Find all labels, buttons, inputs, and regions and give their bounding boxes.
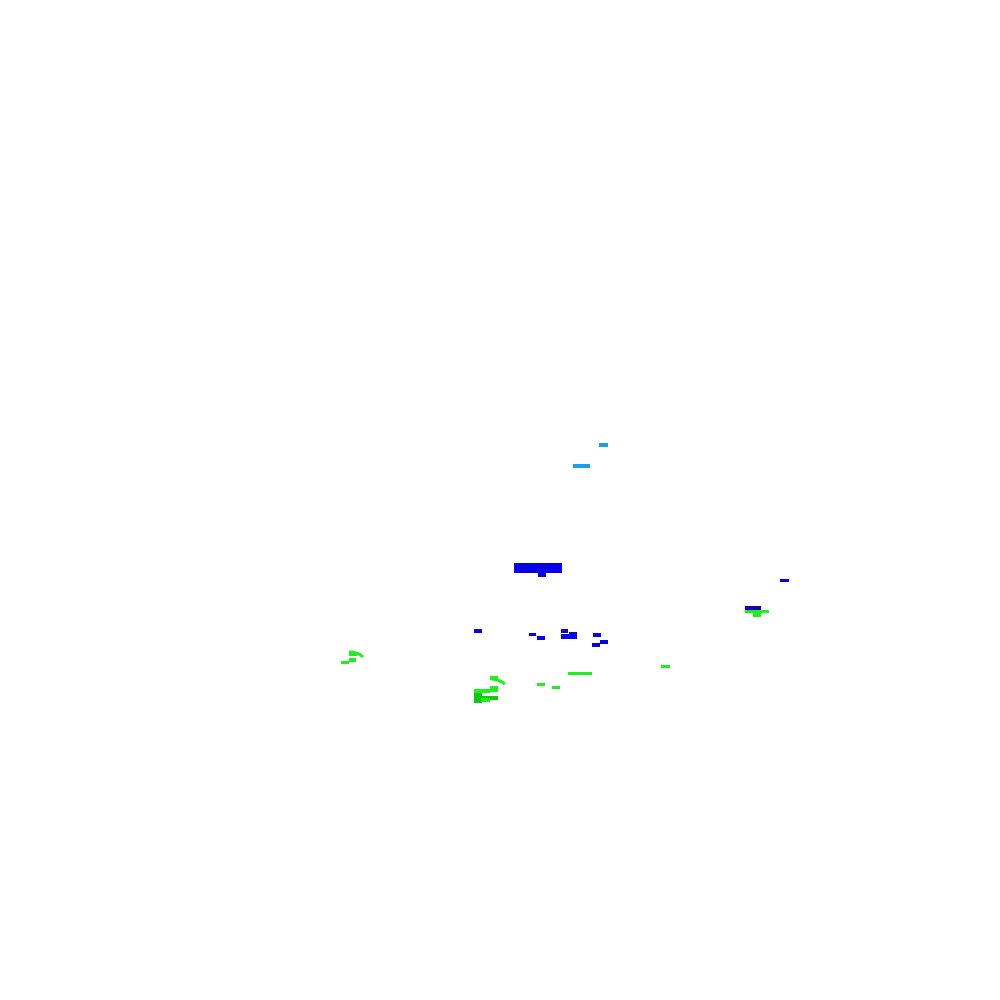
fragment-blue-2 [514, 563, 562, 573]
fragment-dark_green-24 [474, 693, 482, 703]
fragment-dark_blue-5 [745, 606, 761, 610]
fragment-blue-9 [561, 629, 568, 633]
fragment-arc-0 [348, 650, 365, 659]
fragment-blue-11 [569, 632, 577, 636]
fragment-sky-0 [599, 443, 608, 447]
fragment-green-28 [341, 661, 349, 664]
fragment-blue-10 [561, 634, 577, 639]
fragment-blue-3 [538, 572, 546, 577]
fragment-green-16 [753, 612, 761, 617]
fragment-green-18 [568, 672, 592, 675]
fragment-green-22 [474, 689, 490, 693]
fragment-blue-4 [780, 579, 789, 582]
fragment-green-27 [349, 653, 357, 656]
fragment-green-29 [349, 658, 356, 662]
fragment-blue-6 [474, 629, 482, 633]
fragment-green-17 [661, 665, 670, 668]
fragment-blue-14 [600, 640, 608, 644]
fragment-green-23 [490, 686, 498, 692]
fragment-green-15 [745, 610, 769, 613]
fragment-sky-1 [573, 464, 590, 468]
fragment-green-26 [481, 698, 490, 702]
fragment-blue-12 [593, 633, 601, 637]
fragment-green-20 [552, 686, 560, 689]
fragment-blue-7 [529, 633, 536, 636]
fragment-green-19 [537, 683, 545, 686]
fragment-blue-8 [537, 636, 545, 640]
fragment-arc-1 [491, 677, 506, 686]
fragment-blue-13 [592, 643, 600, 647]
